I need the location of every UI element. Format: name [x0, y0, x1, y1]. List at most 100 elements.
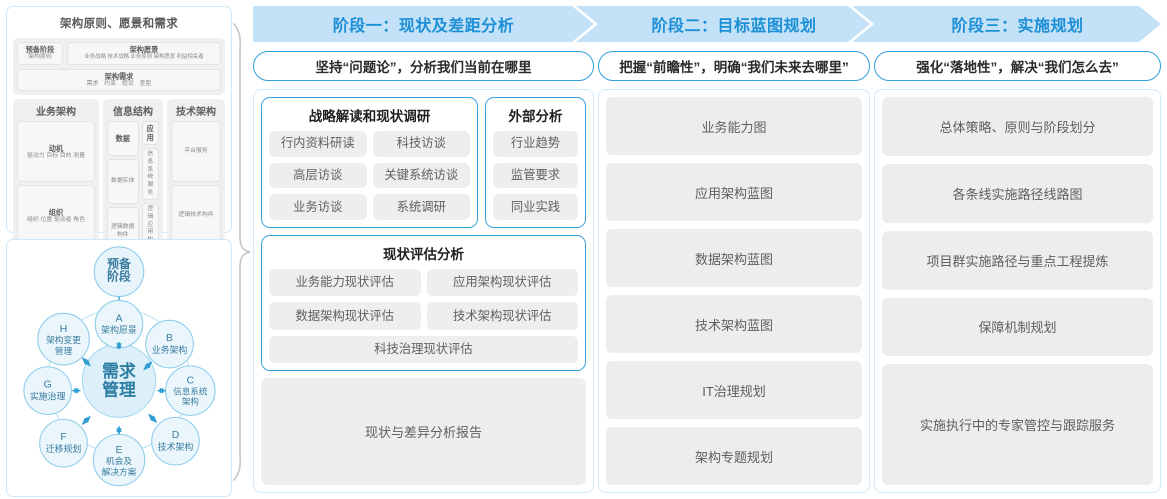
adm-node-c-key: C [187, 376, 195, 387]
stage-1-body: 战略解读和现状调研 行内资料研读 科技访谈 高层访谈 关键系统访谈 业务访谈 系 [253, 89, 594, 493]
list-item[interactable]: 保障机制规划 [882, 297, 1153, 357]
adm-node-c-label2: 架构 [182, 397, 199, 407]
chip-item[interactable]: 关键系统访谈 [372, 162, 470, 189]
chip-item[interactable]: 系统调研 [372, 194, 470, 221]
chip-item[interactable]: 技术架构现状评估 [426, 302, 578, 330]
chip-item[interactable]: 科技治理现状评估 [269, 335, 578, 363]
group-title: 现状评估分析 [383, 247, 464, 262]
togaf-cell-application: 应用 [141, 121, 159, 146]
adm-node-d [151, 416, 200, 466]
chip-item[interactable]: 业务访谈 [269, 194, 367, 221]
adm-node-e-label1: 机会及 [106, 455, 132, 466]
adm-preliminary-line1: 预备 [107, 257, 132, 271]
chip-grid: 行内资料研读 科技访谈 高层访谈 关键系统访谈 业务访谈 系统调研 [269, 131, 470, 221]
group-current-assessment: 现状评估分析 业务能力现状评估 应用架构现状评估 数据架构现状评估 技术架构现状… [261, 235, 586, 371]
togaf-cell-motivation: 动机 驱动力 目标 目的 测量 [17, 121, 95, 183]
cell-heading: 组织 [48, 207, 64, 217]
chip-item[interactable]: 业务能力现状评估 [269, 269, 421, 297]
adm-node-f-label: 迁移规划 [46, 443, 82, 454]
adm-node-f [39, 418, 88, 468]
adm-node-b-label: 业务架构 [152, 344, 188, 355]
cell-sub: 平台服务 [184, 148, 208, 155]
stage-1: 阶段一：现状及差距分析 坚持“问题论”，分析我们当前在哪里 战略解读和现状调研 … [253, 6, 594, 493]
chip-item[interactable]: 行内资料研读 [269, 131, 367, 157]
column-heading: 业务架构 [36, 107, 76, 119]
togaf-top-section: 预备阶段 架构原则 架构愿景 业务战略 技术战略 业务原则 架构愿景 利益相关者… [13, 38, 225, 96]
cell-heading: 动机 [48, 143, 64, 153]
adm-arrow-b [143, 361, 153, 371]
cell-sub: 架构原则 [28, 54, 52, 60]
chip-item[interactable]: 应用架构现状评估 [426, 269, 578, 297]
togaf-cell-data: 数据 [107, 121, 139, 157]
list-item[interactable]: 项目群实施路径与重点工程提炼 [882, 230, 1153, 290]
list-item[interactable]: 总体策略、原则与阶段划分 [882, 97, 1153, 156]
togaf-cell-vision: 架构愿景 业务战略 技术战略 业务原则 架构愿景 利益相关者 [67, 42, 221, 65]
group-strategy-research: 战略解读和现状调研 行内资料研读 科技访谈 高层访谈 关键系统访谈 业务访谈 系 [261, 97, 478, 228]
stage-3-body: 总体策略、原则与阶段划分 各条线实施路径线路图 项目群实施路径与重点工程提炼 保… [874, 89, 1161, 493]
cell-heading: 预备阶段 [25, 45, 55, 54]
adm-arrow-d [148, 413, 158, 423]
togaf-row: 预备阶段 架构原则 架构愿景 业务战略 技术战略 业务原则 架构愿景 利益相关者 [17, 42, 221, 65]
adm-node-e-key: E [116, 445, 123, 456]
adm-node-h-label1: 架构变更 [46, 334, 81, 345]
chip-item[interactable]: 行业趋势 [493, 131, 578, 157]
stage-1-header[interactable]: 阶段一：现状及差距分析 [253, 6, 594, 42]
stage-2-subtitle: 把握“前瞻性”，明确“我们未来去哪里” [598, 51, 870, 81]
adm-node-d-label: 技术架构 [158, 441, 194, 452]
cell-heading: 数据 [115, 134, 130, 144]
togaf-row: 架构需求 需求 约束 假设 差距 [17, 68, 221, 92]
adm-arrow-f [81, 415, 91, 425]
stage-3-header[interactable]: 阶段三：实施规划 [852, 6, 1161, 42]
adm-node-a-key: A [116, 313, 123, 324]
togaf-content-framework: 架构原则、愿景和需求 预备阶段 架构原则 架构愿景 业务战略 技术战略 业务原则… [6, 6, 232, 359]
list-item[interactable]: 架构专题规划 [606, 427, 862, 485]
cell-heading: 应用 [146, 124, 154, 143]
adm-node-g-label: 实施治理 [30, 391, 66, 402]
chip-row: 高层访谈 关键系统访谈 [269, 162, 470, 189]
list-item[interactable]: 各条线实施路径线路图 [882, 163, 1153, 223]
list-item[interactable]: 业务能力图 [606, 97, 862, 155]
chip-grid: 行业趋势 监管要求 同业实践 [493, 131, 578, 221]
column-heading: 技术架构 [176, 107, 216, 119]
list-item[interactable]: 应用架构蓝图 [606, 163, 862, 221]
cell-sub: 逻辑技术构件 [178, 212, 214, 219]
adm-svg: 预备 阶段 需求 管理 A 架构愿景 B 业务架构 C [23, 246, 216, 487]
list-item[interactable]: IT治理规划 [606, 361, 862, 419]
column-heading: 信息结构 [113, 107, 153, 119]
adm-node-a-label: 架构愿景 [101, 324, 137, 335]
togaf-cell-data-entity: 数据实体 [107, 159, 139, 204]
chip-grid: 业务能力现状评估 应用架构现状评估 数据架构现状评估 技术架构现状评估 科技治理… [269, 269, 578, 363]
togaf-cell-organization: 组织 组织 位置 驱动者 角色 [17, 185, 95, 247]
chip-row: 同业实践 [493, 194, 578, 221]
left-column: 架构原则、愿景和需求 预备阶段 架构原则 架构愿景 业务战略 技术战略 业务原则… [6, 6, 232, 497]
group-title: 战略解读和现状调研 [308, 109, 431, 124]
chip-row: 行业趋势 [493, 131, 578, 157]
adm-arrow-h [81, 357, 91, 367]
chip-row: 科技治理现状评估 [269, 335, 578, 363]
list-item[interactable]: 技术架构蓝图 [606, 295, 862, 353]
adm-cycle-diagram: 预备 阶段 需求 管理 A 架构愿景 B 业务架构 C [6, 239, 232, 497]
adm-center-line2: 管理 [102, 380, 136, 400]
adm-node-f-key: F [60, 432, 66, 443]
chip-item[interactable]: 数据架构现状评估 [269, 302, 421, 330]
cell-sub: 组织 位置 驱动者 角色 [27, 216, 85, 223]
chip-row: 数据架构现状评估 技术架构现状评估 [269, 302, 578, 330]
list-item[interactable]: 数据架构蓝图 [606, 229, 862, 287]
adm-node-e-label2: 解决方案 [102, 466, 137, 477]
chip-item[interactable]: 同业实践 [493, 194, 578, 221]
adm-node-c-label1: 信息系统 [173, 387, 208, 397]
list-item[interactable]: 实施执行中的专家管控与跟踪服务 [882, 364, 1153, 485]
chip-row: 业务能力现状评估 应用架构现状评估 [269, 269, 578, 297]
chip-item[interactable]: 高层访谈 [269, 162, 367, 189]
cell-sub: 逻辑数据构件 [111, 224, 135, 238]
cell-sub: 业务战略 技术战略 业务原则 架构愿景 利益相关者 [84, 54, 204, 61]
stage-1-report[interactable]: 现状与差异分析报告 [261, 378, 586, 485]
chip-item[interactable]: 监管要求 [493, 162, 578, 189]
stage-2-header[interactable]: 阶段二：目标蓝图规划 [576, 6, 870, 42]
adm-node-b [145, 319, 194, 369]
cell-heading: 架构需求 [104, 71, 134, 81]
chip-item[interactable]: 科技访谈 [372, 131, 470, 157]
adm-node-h-label2: 管理 [55, 345, 73, 356]
chip-row: 业务访谈 系统调研 [269, 194, 470, 221]
